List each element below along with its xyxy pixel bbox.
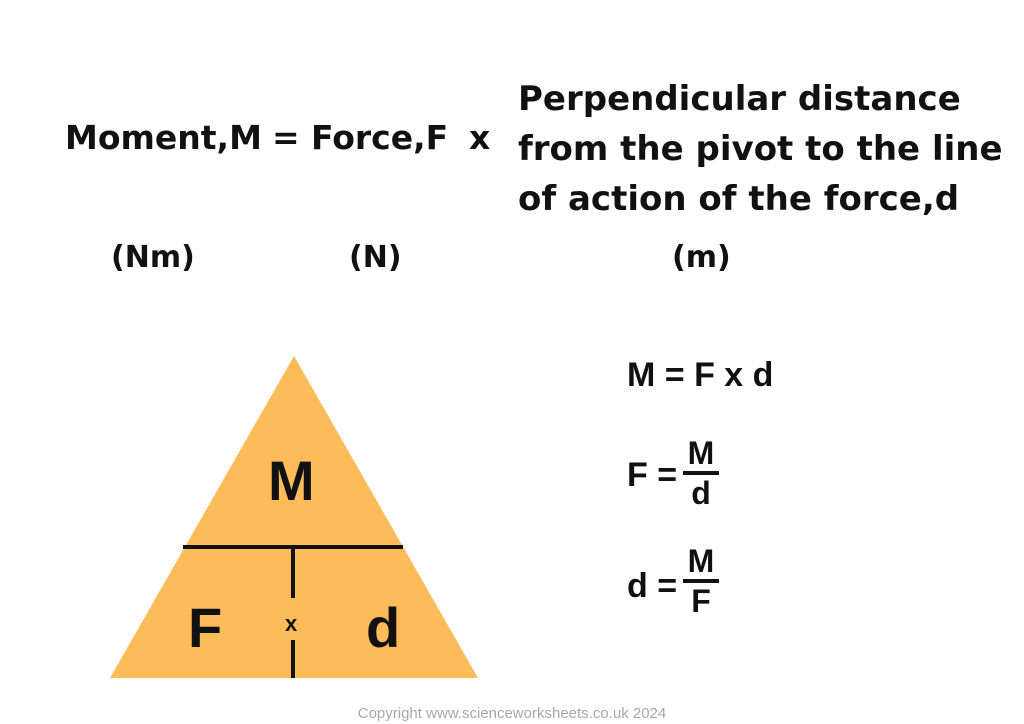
triangle-bottom-f: F (188, 596, 223, 659)
distance-unit: (m) (672, 240, 731, 275)
moment-formula: M = F x d (627, 356, 774, 394)
triangle-shape (110, 356, 478, 678)
distance-denominator: F (691, 583, 711, 619)
moment-label: Moment,M (65, 118, 262, 157)
distance-line-2: from the pivot to the line (518, 129, 1003, 169)
triangle-top-m: M (268, 449, 315, 512)
force-denominator: d (691, 475, 711, 511)
fraction-bar (683, 579, 719, 583)
moment-unit: (Nm) (111, 240, 195, 275)
copyright-footer: Copyright www.scienceworksheets.co.uk 20… (357, 705, 667, 722)
distance-numerator: M (687, 543, 715, 579)
force-label: Force,F (311, 118, 449, 157)
equals-sign: = (272, 118, 300, 157)
distance-line-1: Perpendicular distance (518, 79, 961, 119)
multiply-sign: x (469, 118, 491, 157)
distance-formula-fraction: M F (683, 544, 719, 618)
force-formula-lhs: F = (627, 456, 678, 494)
fraction-bar (683, 471, 719, 475)
triangle-multiply: x (285, 611, 298, 636)
triangle-bottom-d: d (366, 596, 401, 659)
distance-description: Perpendicular distance from the pivot to… (518, 74, 1003, 224)
distance-line-3: of action of the force,d (518, 179, 960, 219)
distance-formula-lhs: d = (627, 567, 678, 605)
force-numerator: M (687, 435, 715, 471)
force-unit: (N) (349, 240, 402, 275)
force-formula-fraction: M d (683, 436, 719, 510)
